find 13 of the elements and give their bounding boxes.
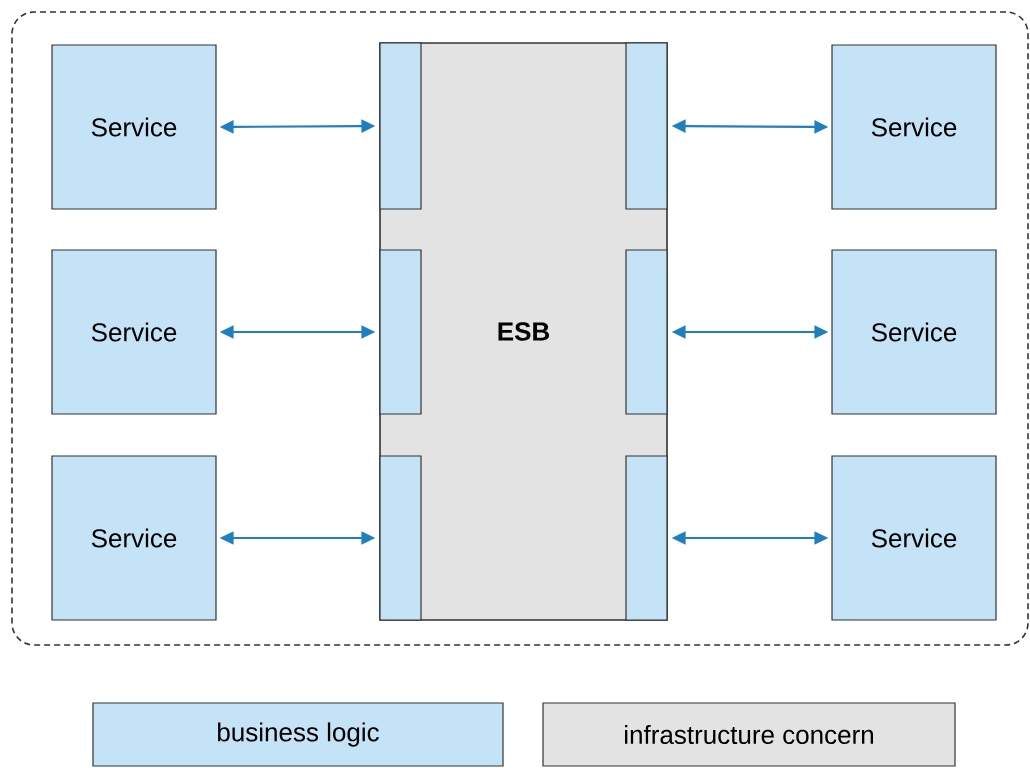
- adapter-bar: [379, 249, 422, 415]
- adapter-bar: [625, 249, 668, 415]
- service-box: Service: [831, 455, 997, 621]
- service-box: Service: [51, 249, 217, 415]
- adapter-bar: [625, 42, 668, 210]
- adapter-bar: [379, 455, 422, 621]
- service-box: Service: [51, 455, 217, 621]
- adapter-bar: [625, 455, 668, 621]
- adapter-bar: [379, 42, 422, 210]
- service-box: Service: [831, 249, 997, 415]
- dashed-container: [11, 11, 1029, 646]
- service-box: Service: [831, 44, 997, 210]
- service-box: Service: [51, 44, 217, 210]
